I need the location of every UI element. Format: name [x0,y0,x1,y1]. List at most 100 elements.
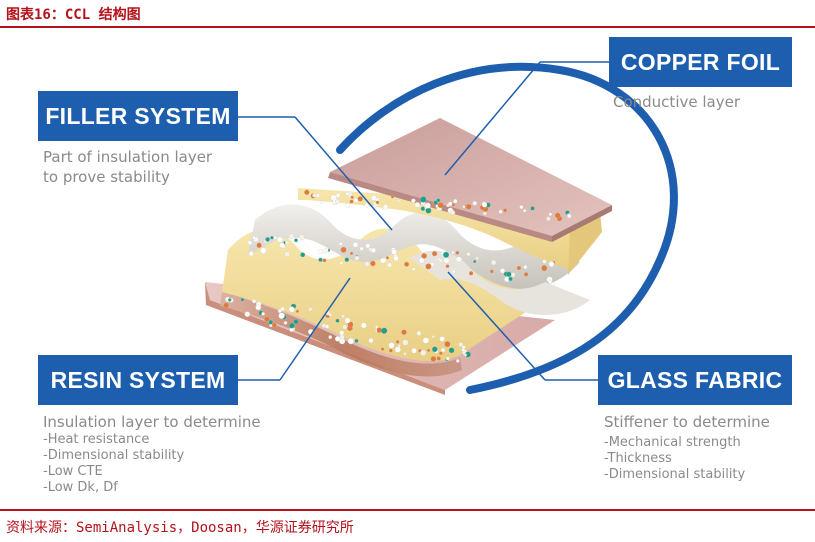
filler-particle [412,267,416,271]
resin-system-label: RESIN SYSTEM [38,355,238,405]
filler-particle [350,195,354,199]
filler-particle [298,234,305,241]
filler-particle [546,216,551,221]
filler-particle [456,359,460,363]
filler-particle [431,250,438,257]
filler-system-label: FILLER SYSTEM [38,91,238,141]
filler-particle [339,261,343,265]
filler-particle [295,309,299,313]
glass-fabric-item: -Thickness [604,451,672,466]
filler-particle [523,265,528,270]
ccl-structure-diagram [205,61,678,395]
resin-system-item: -Low CTE [43,464,103,479]
filler-particle [260,247,267,254]
filler-particle [228,298,232,302]
top-rule [0,26,815,28]
filler-particle [433,200,438,205]
filler-particle [283,321,288,325]
filler-particle [468,271,474,276]
filler-particle [463,353,467,357]
filler-particle [318,257,323,262]
copper-foil-desc: Conductive layer [613,93,740,111]
filler-particle [354,338,359,343]
filler-particle [344,317,351,324]
filler-particle [370,260,376,267]
filler-particle [466,203,472,210]
filler-particle [261,312,265,316]
filler-particle [340,246,347,253]
filler-particle [439,351,443,356]
filler-particle [380,257,386,264]
filler-particle [393,255,399,262]
glass-fabric-item: -Dimensional stability [604,467,746,482]
filler-particle [421,253,427,259]
filler-particle [288,306,295,313]
filler-particle [498,209,503,214]
copper-foil-label: COPPER FOIL [609,37,792,87]
filler-particle [349,251,354,256]
filler-particle [395,340,400,344]
filler-particle [401,329,407,335]
filler-particle [431,346,438,353]
bottom-copper-edge [205,282,445,395]
filler-system-desc: Part of insulation layer to prove stabil… [43,147,212,187]
filler-particle [424,202,431,209]
filler-particle [312,193,317,198]
filler-particle [344,257,350,262]
filler-particle [489,269,494,274]
filler-particle [270,235,274,240]
filler-particle [364,261,370,267]
filler-particle [439,336,445,342]
filler-particle [437,202,444,209]
filler-particle [252,236,256,240]
filler-system-desc-line-2: to prove stability [43,168,170,186]
filler-particle [360,322,367,329]
filler-particle [357,196,363,202]
filler-particle [304,189,310,195]
filler-particle [321,323,327,328]
filler-particle [293,319,299,325]
filler-particle [364,202,370,208]
filler-particle [461,348,465,352]
filler-particle [342,324,348,330]
filler-particle [345,192,349,196]
filler-particle [271,322,277,328]
filler-particle [288,233,295,240]
filler-particle [508,276,513,282]
filler-particle [380,347,385,351]
filler-particle [325,248,329,252]
filler-particle [376,327,383,333]
source-note: 资料来源：SemiAnalysis，Doosan，华源证券研究所 [6,520,354,536]
filler-particle [548,212,553,216]
glass-fabric-wave-1 [248,204,580,289]
glass-fabric-item: -Mechanical strength [604,435,741,450]
filler-particle [240,297,245,302]
filler-particle [289,322,295,329]
filler-particle [450,210,456,216]
filler-particle [391,249,397,255]
filler-particle [223,302,229,309]
filler-particle [335,193,341,198]
glass-fabric-wave-2 [410,250,590,315]
filler-particle [455,250,460,255]
filler-particle [317,248,323,255]
filler-particle [550,281,555,286]
glass-fabric-desc: Stiffener to determine [604,413,770,431]
filler-particle [247,240,253,245]
filler-particle [444,341,451,348]
filler-particle [443,251,450,258]
filler-particle [390,195,395,199]
filler-particle [500,268,505,274]
filler-particle [322,258,327,263]
filler-particle [458,342,464,347]
filler-particle [438,258,443,263]
leader-lines [238,61,612,381]
filler-particle [387,262,392,268]
filler-particle [453,199,458,204]
filler-particle [277,309,282,313]
filler-particle [548,261,555,267]
filler-particle [402,339,409,346]
filler-particle [308,307,313,312]
filler-particle [375,325,379,329]
filler-particle [490,259,497,266]
